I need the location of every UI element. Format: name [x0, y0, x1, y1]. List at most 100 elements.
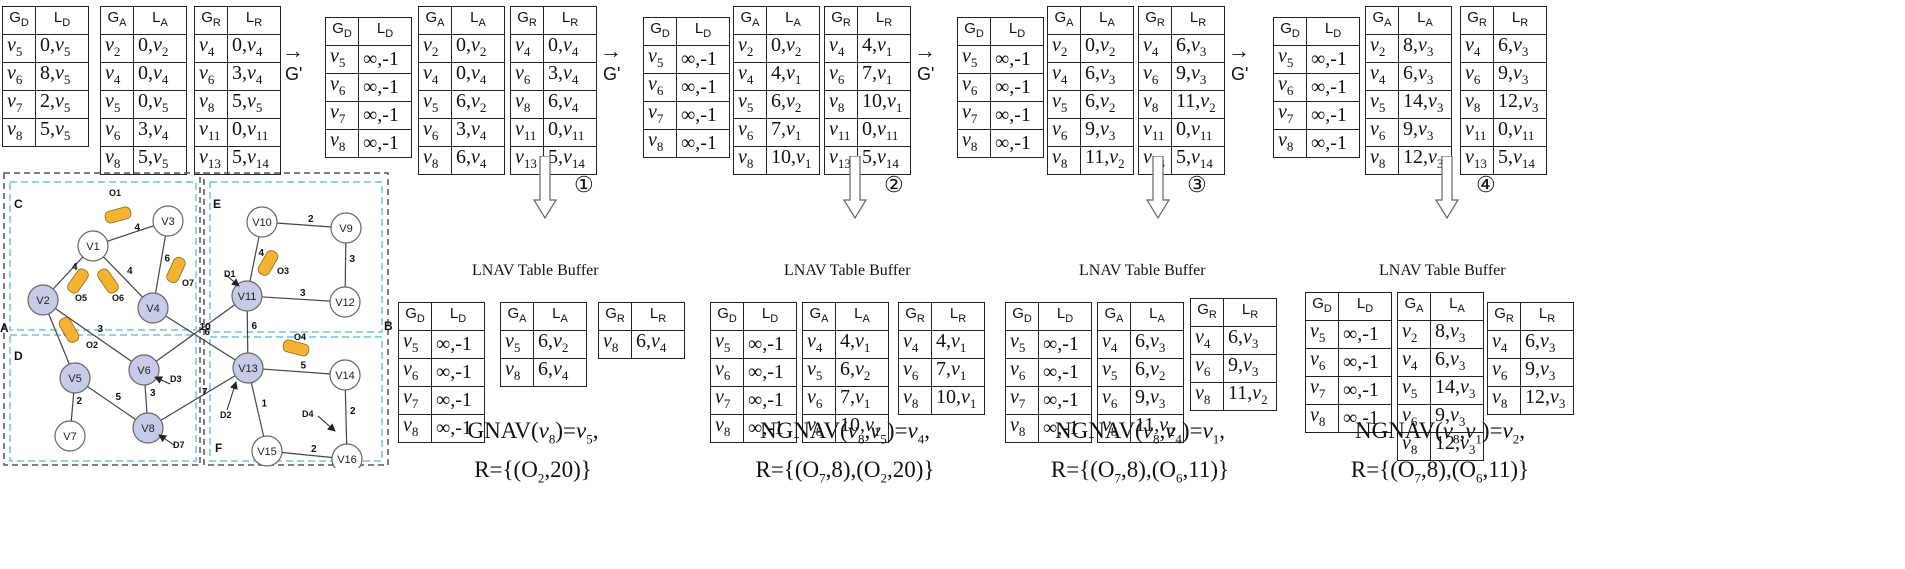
label-cell: 6,v2: [533, 330, 587, 359]
label-cell: 5,v14: [1171, 146, 1225, 175]
key-cell: v6: [1097, 386, 1131, 415]
car-o2-icon: [58, 317, 80, 343]
result-line-2: R={(O7,8),(O6,11)}: [1050, 456, 1230, 486]
table-header: LD: [358, 17, 412, 46]
label-cell: ∞,-1: [358, 129, 412, 158]
table-header: LD: [676, 17, 730, 46]
table-header: LA: [133, 6, 187, 35]
edge-weight: 4: [135, 223, 141, 234]
key-cell: v8: [1138, 90, 1172, 119]
label-cell: 5,v5: [35, 118, 89, 147]
node-v4: [137, 292, 169, 324]
edge-V8-V13: [147, 367, 249, 429]
key-cell: v6: [418, 118, 452, 147]
step-down-arrow: [843, 156, 867, 220]
label-cell: 11,v2: [1080, 146, 1134, 175]
table-header: GR: [1138, 6, 1172, 35]
key-cell: v11: [1138, 118, 1172, 147]
edge-V13-V14: [247, 367, 346, 376]
table-row: v8∞,-1: [1273, 129, 1360, 158]
driver-d7-arrow: [158, 434, 175, 446]
table-row: v7∞,-1: [398, 386, 485, 415]
table-header: LR: [631, 302, 685, 331]
table-header: GR: [824, 6, 858, 35]
key-cell: v4: [1365, 62, 1399, 91]
key-cell: v8: [802, 414, 836, 443]
label-cell: 11,v2: [1223, 382, 1277, 411]
region-f-box: [209, 336, 383, 462]
key-cell: v4: [1487, 330, 1521, 359]
table-header: GA: [100, 6, 134, 35]
result-line-2: R={(O7,8),(O2,20)}: [755, 456, 935, 486]
key-cell: v4: [1097, 330, 1131, 359]
label-cell: ∞,-1: [1038, 386, 1092, 415]
driver-d1-arrow: [225, 274, 240, 287]
table-header: LD: [743, 302, 797, 331]
key-cell: v8: [1005, 414, 1039, 443]
key-cell: v4: [824, 34, 858, 63]
buffer-result: NGNAV(v8,v5)=v4,R={(O7,8),(O2,20)}: [700, 416, 990, 493]
edge-V4-V13: [152, 307, 249, 369]
buffer-result: NGNAV(v8,v1)=v2,R={(O7,8),(O6,11)}: [1295, 416, 1585, 493]
node-label: V2: [36, 295, 49, 307]
key-cell: v2: [1397, 320, 1431, 349]
edge-weight: 5: [116, 392, 122, 403]
edge-weight: 3: [150, 388, 156, 399]
table-header: LD: [990, 17, 1044, 46]
table-row: v5∞,-1: [1273, 45, 1360, 74]
label-cell: 0,v11: [857, 118, 911, 147]
label-cell: 9,v3: [1520, 358, 1574, 387]
label-cell: ∞,-1: [1038, 330, 1092, 359]
label-cell: ∞,-1: [431, 330, 485, 359]
key-cell: v8: [898, 386, 932, 415]
table-header: GA: [418, 6, 452, 35]
region-label: E: [213, 197, 221, 211]
table-row: v5∞,-1: [398, 330, 485, 359]
key-cell: v4: [733, 62, 767, 91]
key-cell: v8: [2, 118, 36, 147]
table-row: v7∞,-1: [1273, 101, 1360, 130]
label-cell: 10,v1: [931, 386, 985, 415]
car-o4-icon: [282, 339, 310, 357]
label-cell: 0,v5: [35, 34, 89, 63]
node-label: V10: [252, 217, 272, 229]
key-cell: v8: [957, 129, 991, 158]
label-cell: 6,v2: [766, 90, 820, 119]
label-cell: 6,v4: [451, 146, 505, 175]
key-cell: v6: [1273, 73, 1307, 102]
label-cell: ∞,-1: [1038, 358, 1092, 387]
label-cell: 8,v3: [1430, 320, 1484, 349]
label-cell: 9,v3: [1171, 62, 1225, 91]
label-cell: 6,v4: [543, 90, 597, 119]
key-cell: v5: [1097, 358, 1131, 387]
key-cell: v2: [100, 34, 134, 63]
label-cell: 6,v2: [1130, 358, 1184, 387]
key-cell: v8: [1273, 129, 1307, 158]
node-label: V8: [141, 423, 154, 435]
table-row: v8∞,-1: [325, 129, 412, 158]
node-label: V9: [339, 223, 352, 235]
transition-arrow: →: [1228, 38, 1250, 63]
label-cell: 9,v3: [1398, 118, 1452, 147]
